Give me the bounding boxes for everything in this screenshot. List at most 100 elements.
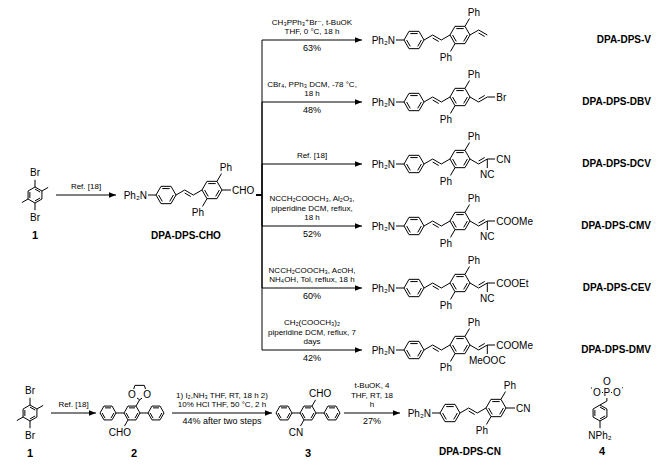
bond-line [465, 205, 470, 213]
bond-line [100, 413, 104, 420]
bond-line [410, 95, 417, 96]
bond-line [419, 279, 424, 288]
bond-line [465, 19, 470, 27]
atom-label: Ph [439, 362, 453, 373]
bond-line [465, 81, 470, 89]
bond-line [30, 417, 37, 421]
atom-label: CN [288, 427, 304, 438]
atom-label: NPh₂ [587, 430, 612, 441]
atom-label: Ph [219, 162, 233, 173]
bond-line [156, 195, 161, 204]
atom-label: Br [29, 167, 41, 178]
bond-line [606, 409, 607, 417]
bond-line [470, 159, 479, 164]
atom-label: Ph [439, 300, 453, 311]
bond-line [465, 329, 470, 337]
bond-line [30, 421, 31, 428]
bond-line [470, 30, 479, 35]
bond-line [276, 413, 280, 420]
bond-line [30, 398, 31, 405]
bond-line [441, 35, 450, 40]
atom-label: Br [29, 212, 41, 223]
bond-line [465, 159, 470, 168]
bond-line [140, 413, 148, 414]
bond-line [129, 407, 135, 408]
atom-label: CHO [308, 388, 332, 399]
bond-line [28, 199, 35, 203]
atom-label: NC [479, 231, 495, 242]
bond-line [42, 187, 48, 191]
bond-line [465, 150, 470, 159]
bond-line [304, 419, 312, 420]
bond-line [593, 409, 594, 417]
bond-line [135, 413, 138, 418]
bond-line [280, 419, 288, 420]
compound-label: 4 [599, 445, 605, 458]
label-holder: NC [479, 169, 495, 180]
atom-label: Ph [467, 317, 481, 328]
reaction-arrow [256, 164, 362, 195]
bond-line [419, 40, 424, 49]
bond-line [35, 189, 40, 192]
label-holder: Ph [475, 425, 489, 436]
reaction-arrow [56, 195, 116, 196]
bond-line [418, 102, 422, 108]
bond-line [304, 406, 312, 407]
reaction-conditions: CBr₄, PPh₃ DCM, -78 °C, 18 h [266, 80, 358, 99]
bond-line [302, 413, 305, 418]
label-holder: Ph [219, 162, 233, 173]
bond-line [419, 102, 424, 111]
bond-line [300, 406, 304, 413]
label-holder: Ph [467, 255, 481, 266]
label-holder: 1) I₂,NH₃ THF, RT, 18 h 2) 10% HCl THF, … [176, 391, 268, 410]
bond-line [456, 152, 463, 153]
bond-line [37, 405, 43, 409]
bond-line [450, 150, 455, 159]
bond-line [487, 345, 495, 346]
bond-line [465, 97, 470, 106]
label-holder: CHO [308, 388, 332, 399]
bond-line [409, 358, 419, 359]
label-holder: 27% [363, 417, 381, 427]
bond-line [455, 150, 465, 151]
atom-label: NC [479, 293, 495, 304]
bond-line [441, 159, 450, 164]
label-holder: Br [29, 212, 41, 223]
bond-line [501, 399, 506, 408]
bond-line [288, 406, 292, 413]
label-holder: NPh₂ [587, 430, 612, 441]
bond-line [287, 413, 290, 418]
bond-line [450, 274, 455, 283]
bond-line [24, 410, 25, 416]
bond-line [441, 221, 450, 226]
bond-line [205, 190, 209, 196]
bond-line [419, 31, 424, 40]
reaction-arrow [172, 413, 272, 414]
yield: 42% [303, 354, 321, 364]
bond-line [465, 283, 470, 292]
bond-line [487, 283, 488, 292]
bond-line [28, 191, 29, 199]
bond-line [407, 164, 411, 170]
label-holder: CN [495, 154, 511, 165]
bond-line [419, 217, 424, 226]
label-holder: MeOOC [468, 355, 507, 366]
bond-line [453, 221, 457, 227]
bond-line [455, 212, 465, 213]
bond-line [329, 407, 335, 408]
atom-label: O [127, 389, 137, 400]
reaction-conditions: t-BuOK, 4 THF, RT, 18 h [348, 381, 396, 410]
bond-line [454, 413, 458, 419]
bond-line [456, 214, 463, 215]
reaction-conditions: Ref. [18] [266, 151, 358, 161]
label-holder: Ph [439, 238, 453, 249]
yield: 63% [303, 44, 321, 54]
bond-line [419, 164, 424, 173]
bond-line [441, 283, 450, 288]
compound-label: 1 [32, 229, 38, 242]
label-holder: Ph₂N [371, 159, 396, 170]
bond-line [336, 413, 340, 420]
bond-line [216, 190, 220, 196]
bond-line [409, 279, 419, 280]
label-holder: 42% [303, 354, 321, 364]
